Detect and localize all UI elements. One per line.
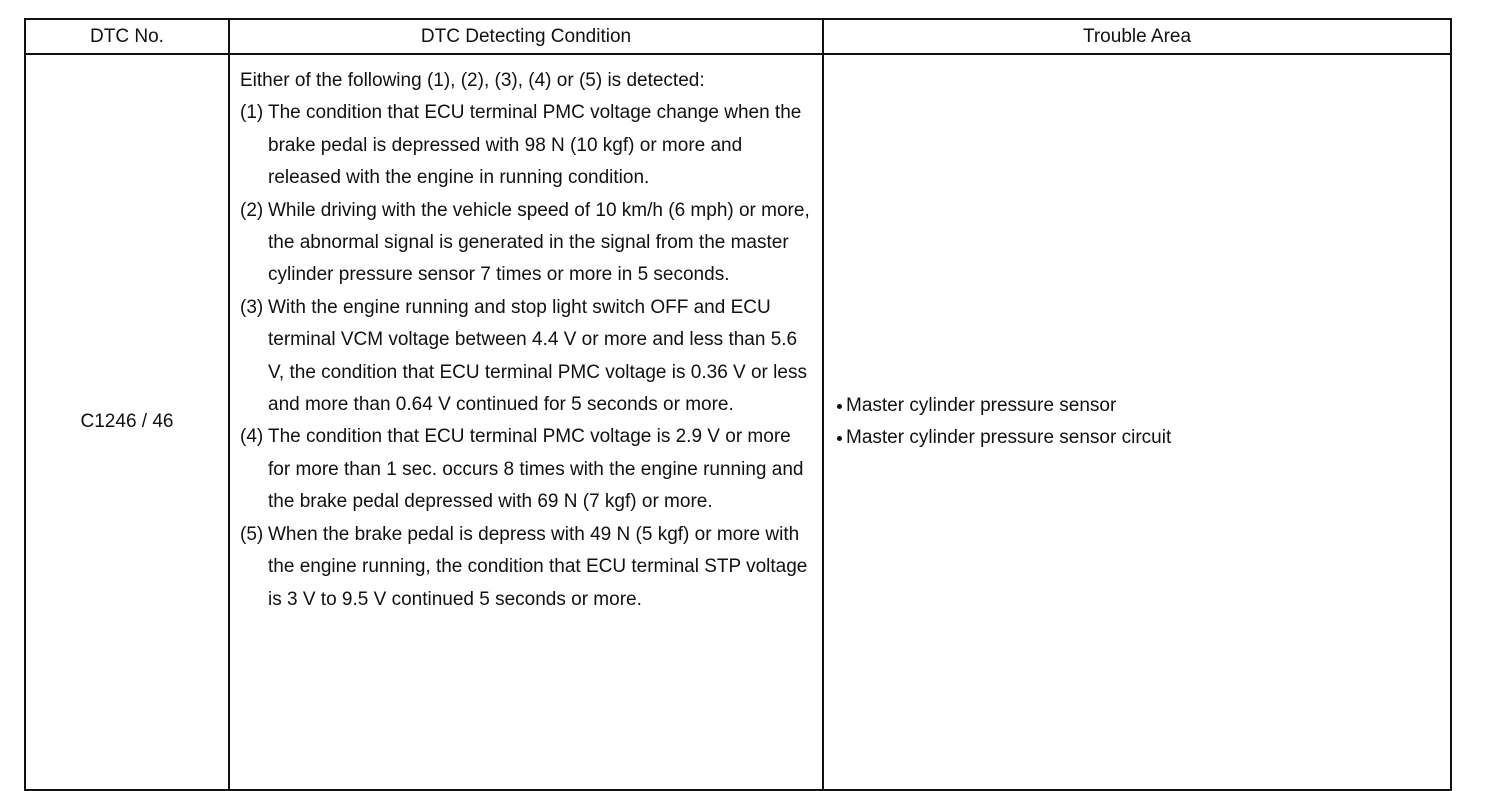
condition-number: (3) [240, 296, 264, 318]
header-row: DTC No. DTC Detecting Condition Trouble … [24, 18, 1452, 55]
condition-item-4: (4) The condition that ECU terminal PMC … [240, 421, 812, 518]
trouble-area-cell: Master cylinder pressure sensor Master c… [822, 53, 1452, 791]
dtc-number-cell: C1246 / 46 [24, 53, 230, 791]
header-detecting-condition: DTC Detecting Condition [228, 18, 824, 55]
condition-text: The condition that ECU terminal PMC volt… [268, 102, 802, 189]
condition-intro: Either of the following (1), (2), (3), (… [240, 70, 705, 91]
trouble-area-list: Master cylinder pressure sensor Master c… [836, 390, 1450, 455]
condition-number: (4) [240, 426, 264, 448]
condition-text: While driving with the vehicle speed of … [268, 199, 810, 286]
list-item: Master cylinder pressure sensor circuit [836, 422, 1450, 454]
condition-item-5: (5) When the brake pedal is depress with… [240, 519, 812, 616]
header-trouble-area: Trouble Area [822, 18, 1452, 55]
table-row: C1246 / 46 Either of the following (1), … [24, 53, 1452, 791]
dtc-table: DTC No. DTC Detecting Condition Trouble … [24, 18, 1452, 791]
condition-number: (5) [240, 523, 264, 545]
condition-number: (1) [240, 102, 264, 124]
condition-item-1: (1) The condition that ECU terminal PMC … [240, 97, 812, 194]
header-dtc-no: DTC No. [24, 18, 230, 55]
detecting-condition-cell: Either of the following (1), (2), (3), (… [228, 53, 824, 791]
condition-item-3: (3) With the engine running and stop lig… [240, 292, 812, 422]
list-item: Master cylinder pressure sensor [836, 390, 1450, 422]
condition-text: When the brake pedal is depress with 49 … [268, 523, 808, 610]
condition-number: (2) [240, 199, 264, 221]
condition-item-2: (2) While driving with the vehicle speed… [240, 195, 812, 292]
condition-text: The condition that ECU terminal PMC volt… [268, 426, 804, 513]
condition-text: With the engine running and stop light s… [268, 296, 807, 416]
